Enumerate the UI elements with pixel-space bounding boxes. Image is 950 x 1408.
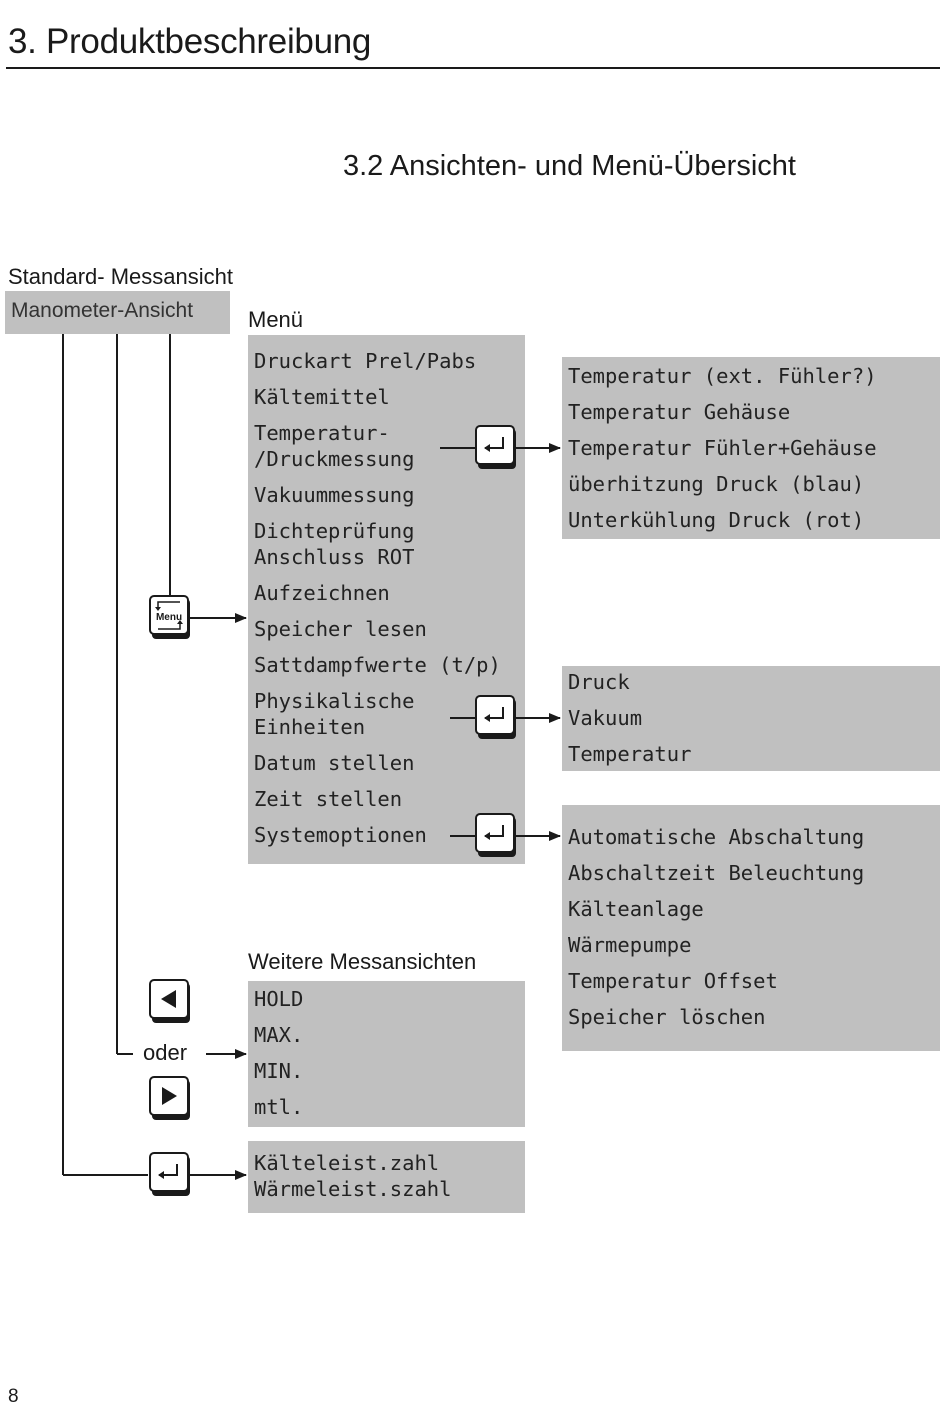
further-view-item: HOLD bbox=[254, 987, 304, 1011]
cop-view-panel: Kälteleist.zahl Wärmeleist.szahl bbox=[248, 1141, 525, 1213]
header-rule bbox=[6, 67, 940, 69]
submenu-item: Temperatur Gehäuse bbox=[568, 400, 791, 424]
standard-view-label: Standard- Messansicht bbox=[8, 264, 233, 289]
menu-item: Dichteprüfung bbox=[254, 519, 415, 543]
menu-key-icon: Menu bbox=[149, 595, 190, 639]
further-view-item: mtl. bbox=[254, 1095, 304, 1119]
submenu-item: Temperatur Fühler+Gehäuse bbox=[568, 436, 877, 460]
submenu-item: Temperatur (ext. Fühler?) bbox=[568, 364, 877, 388]
left-arrow-key-icon bbox=[149, 979, 190, 1023]
enter-key-icon bbox=[475, 813, 516, 857]
enter-key-icon bbox=[475, 425, 516, 469]
submenu-item: Temperatur bbox=[568, 742, 692, 766]
further-views-panel: HOLD MAX. MIN. mtl. bbox=[248, 981, 525, 1127]
cop-view-item: Kälteleist.zahl bbox=[254, 1151, 440, 1175]
submenu-item: überhitzung Druck (blau) bbox=[568, 472, 865, 496]
submenu-item: Automatische Abschaltung bbox=[568, 825, 865, 849]
menu-item: Einheiten bbox=[254, 715, 366, 739]
enter-key-icon bbox=[475, 695, 516, 739]
menu-item: Physikalische bbox=[254, 689, 415, 713]
section-title: 3. Produktbeschreibung bbox=[8, 22, 372, 61]
menu-item: Sattdampfwerte (t/p) bbox=[254, 653, 501, 677]
submenu-item: Vakuum bbox=[568, 706, 643, 730]
cop-view-item: Wärmeleist.szahl bbox=[254, 1177, 452, 1201]
further-views-label: Weitere Messansichten bbox=[248, 949, 477, 974]
menu-item: Anschluss ROT bbox=[254, 545, 415, 569]
menu-key-label: Menu bbox=[156, 612, 182, 623]
submenu-item: Temperatur Offset bbox=[568, 969, 778, 993]
menu-item: Datum stellen bbox=[254, 751, 415, 775]
enter-key-icon bbox=[149, 1152, 190, 1196]
submenu-item: Unterkühlung Druck (rot) bbox=[568, 508, 865, 532]
system-submenu-panel: Automatische Abschaltung Abschaltzeit Be… bbox=[562, 805, 940, 1051]
menu-item: Zeit stellen bbox=[254, 787, 403, 811]
temperature-submenu-panel: Temperatur (ext. Fühler?) Temperatur Geh… bbox=[562, 357, 940, 539]
subsection-title: 3.2 Ansichten- und Menü-Übersicht bbox=[343, 150, 796, 182]
menu-item: Speicher lesen bbox=[254, 617, 427, 641]
submenu-item: Druck bbox=[568, 670, 630, 694]
submenu-item: Wärmepumpe bbox=[568, 933, 692, 957]
menu-item: Druckart Prel/Pabs bbox=[254, 349, 477, 373]
menu-panel: Druckart Prel/Pabs Kältemittel Temperatu… bbox=[248, 335, 525, 864]
manometer-view-box: Manometer-Ansicht bbox=[5, 291, 230, 334]
oder-label: oder bbox=[143, 1040, 188, 1065]
menu-item: Vakuummessung bbox=[254, 483, 415, 507]
menu-item: Aufzeichnen bbox=[254, 581, 390, 605]
menu-item: Systemoptionen bbox=[254, 823, 427, 847]
menu-label: Menü bbox=[248, 307, 304, 332]
units-submenu-panel: Druck Vakuum Temperatur bbox=[562, 666, 940, 771]
page-number: 8 bbox=[8, 1386, 19, 1407]
menu-item: /Druckmessung bbox=[254, 447, 415, 471]
menu-item: Temperatur- bbox=[254, 421, 390, 445]
submenu-item: Speicher löschen bbox=[568, 1005, 766, 1029]
further-view-item: MAX. bbox=[254, 1023, 304, 1047]
right-arrow-key-icon bbox=[149, 1076, 190, 1120]
menu-item: Kältemittel bbox=[254, 385, 390, 409]
submenu-item: Kälteanlage bbox=[568, 897, 704, 921]
further-view-item: MIN. bbox=[254, 1059, 304, 1083]
manometer-view-label: Manometer-Ansicht bbox=[11, 299, 194, 322]
submenu-item: Abschaltzeit Beleuchtung bbox=[568, 861, 865, 885]
